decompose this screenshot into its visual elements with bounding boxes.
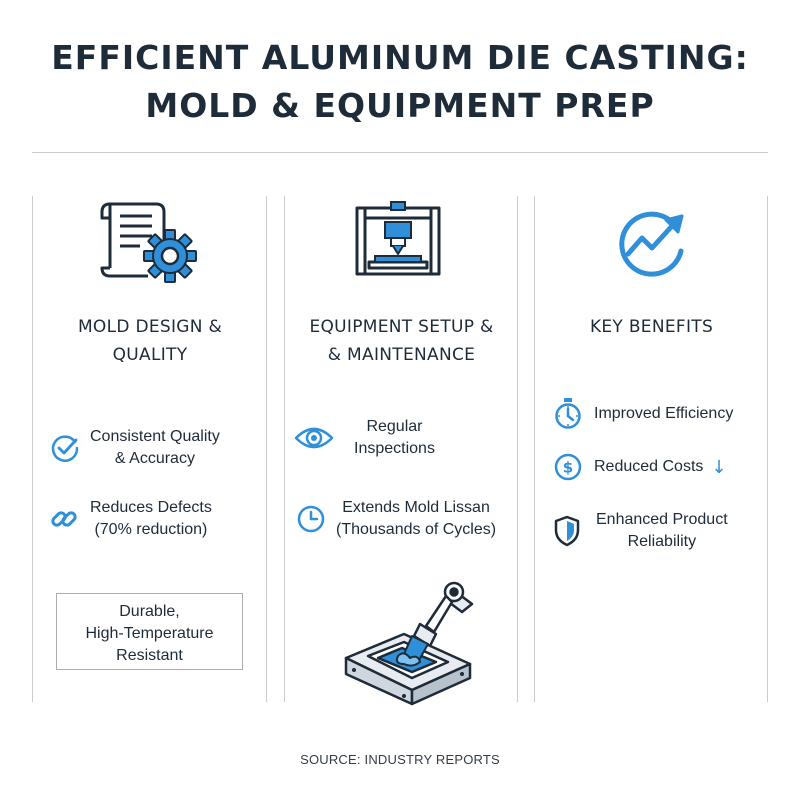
down-arrow-icon: ↓ <box>711 456 727 478</box>
document-gear-icon <box>100 202 197 283</box>
page-title: EFFICIENT ALUMINUM DIE CASTING: MOLD & E… <box>0 34 800 130</box>
clock-icon <box>297 505 325 533</box>
dollar-coin-icon: $ <box>554 453 582 481</box>
page-title-line-1: EFFICIENT ALUMINUM DIE CASTING: <box>51 38 749 77</box>
robot-arm-mold-icon <box>344 581 474 706</box>
durability-note-box: Durable, High-Temperature Resistant <box>56 593 243 670</box>
growth-arrow-icon <box>619 211 684 277</box>
list-item: Extends Mold Lissan (Thousands of Cycles… <box>296 497 496 541</box>
column-divider-1 <box>266 196 267 702</box>
svg-text:$: $ <box>563 459 573 477</box>
shield-icon <box>554 515 580 547</box>
column-border-right <box>767 196 768 702</box>
column-border-left <box>32 196 33 702</box>
column-title-mold-design: MOLD DESIGN & QUALITY <box>77 317 223 365</box>
list-item: Regular Inspections <box>294 416 435 460</box>
list-item: Enhanced Product Reliability <box>554 509 728 553</box>
source-footnote: SOURCE: INDUSTRY REPORTS <box>300 752 500 767</box>
column-divider-4 <box>534 196 535 702</box>
column-divider-3 <box>517 196 518 702</box>
stopwatch-icon <box>555 398 581 429</box>
list-item: $ Reduced Costs ↓ <box>554 453 726 481</box>
column-title-key-benefits: KEY BENEFITS <box>589 317 714 337</box>
list-item: Improved Efficiency <box>554 398 733 430</box>
title-divider <box>32 152 768 153</box>
check-circle-icon <box>51 435 79 462</box>
column-title-equipment-setup: EQUIPMENT SETUP & & MAINTENANCE <box>309 317 494 365</box>
page-title-line-2: MOLD & EQUIPMENT PREP <box>145 86 655 125</box>
column-divider-2 <box>284 196 285 702</box>
list-item: Reduces Defects (70% reduction) <box>50 497 212 541</box>
list-item: Consistent Quality & Accuracy <box>50 426 220 470</box>
press-machine-icon <box>355 201 441 276</box>
eye-icon <box>294 427 334 449</box>
chain-link-icon <box>51 511 77 527</box>
